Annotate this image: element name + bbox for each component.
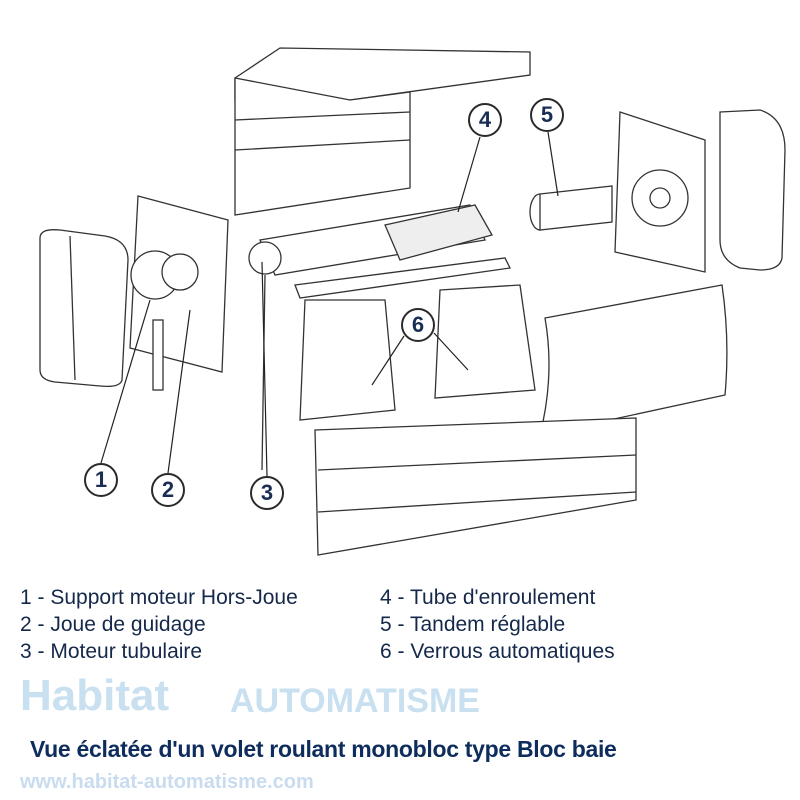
winding-tube	[294, 204, 511, 299]
callout-3: 3	[250, 476, 284, 510]
top-casing-panel	[234, 47, 531, 216]
callout-6: 6	[401, 308, 435, 342]
left-end-cap	[39, 229, 129, 388]
legend-left: 1 - Support moteur Hors-Joue 2 - Joue de…	[20, 584, 298, 665]
callout-2: 2	[151, 473, 185, 507]
legend-item: 4 - Tube d'enroulement	[380, 586, 596, 609]
diagram-title: Vue éclatée d'un volet roulant monobloc …	[30, 736, 617, 762]
right-end-cap	[719, 109, 786, 271]
legend-item: 5 - Tandem réglable	[380, 613, 566, 636]
legend-item: 3 - Moteur tubulaire	[20, 640, 203, 663]
watermark-sub: AUTOMATISME	[230, 682, 480, 720]
legend-item: 1 - Support moteur Hors-Joue	[20, 586, 298, 609]
watermark-brand: Habitat	[20, 671, 170, 720]
motor-support-plate	[129, 195, 229, 391]
callout-4: 4	[468, 103, 502, 137]
legend-item: 2 - Joue de guidage	[20, 613, 206, 636]
watermark-url: www.habitat-automatisme.com	[20, 771, 314, 793]
right-support-plate	[614, 111, 706, 273]
automatic-locks	[299, 284, 536, 421]
leader-lines	[100, 131, 559, 477]
front-cover-panel	[314, 284, 728, 556]
legend-right: 4 - Tube d'enroulement 5 - Tandem réglab…	[380, 584, 615, 665]
adjustable-tandem	[529, 185, 613, 231]
callout-5: 5	[530, 98, 564, 132]
legend-item: 6 - Verrous automatiques	[380, 640, 615, 663]
callout-1: 1	[84, 463, 118, 497]
